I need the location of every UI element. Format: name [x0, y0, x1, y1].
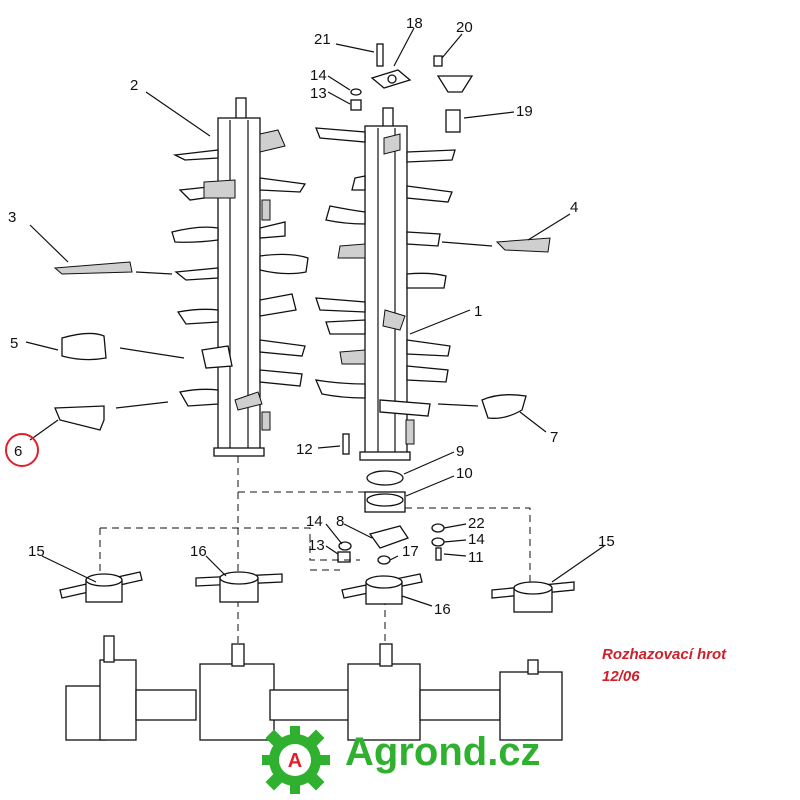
bushing-part-19	[445, 109, 461, 133]
callout-13-bottom: 13	[308, 537, 325, 554]
brand-name: Agrond.cz	[345, 730, 541, 774]
hub-part-16b	[341, 573, 423, 605]
callout-13-top: 13	[310, 85, 327, 102]
callout-15-right: 15	[598, 533, 615, 550]
washer-part-22	[431, 523, 445, 533]
bolt-part-12	[342, 433, 350, 455]
callout-16-right: 16	[434, 601, 451, 618]
nut-part-17	[377, 555, 391, 565]
callout-9: 9	[456, 443, 464, 460]
tine-part-5	[61, 332, 107, 361]
tine-part-4	[495, 237, 551, 253]
tine-part-3	[53, 261, 133, 275]
callout-8: 8	[336, 513, 344, 530]
highlight-circle	[5, 433, 39, 467]
hub-right-part-15	[491, 581, 575, 613]
callout-14-right: 14	[468, 531, 485, 548]
callout-15-left: 15	[28, 543, 45, 560]
callout-7: 7	[550, 429, 558, 446]
gear-icon: A	[262, 726, 330, 794]
bolt-part-21	[376, 43, 384, 67]
callout-5: 5	[10, 335, 18, 352]
callout-21: 21	[314, 31, 331, 48]
gearbox-assembly	[65, 635, 563, 741]
note-date: 12/06	[602, 668, 640, 685]
callout-1: 1	[474, 303, 482, 320]
callout-6: 6	[14, 443, 22, 460]
callout-17: 17	[402, 543, 419, 560]
callout-16-left: 16	[190, 543, 207, 560]
callout-11: 11	[468, 549, 484, 566]
tine-part-6	[54, 405, 105, 431]
callout-10: 10	[456, 465, 473, 482]
washer-part-9	[366, 470, 404, 486]
callout-19: 19	[516, 103, 533, 120]
bearing-part-8	[368, 525, 410, 549]
callout-3: 3	[8, 209, 16, 226]
bolt-part-11	[435, 547, 442, 561]
callout-2: 2	[130, 77, 138, 94]
rotor-left	[171, 97, 309, 457]
logo-letter: A	[288, 750, 302, 772]
callout-22: 22	[468, 515, 485, 532]
callout-20: 20	[456, 19, 473, 36]
cap-part-20	[436, 75, 474, 93]
note-title: Rozhazovací hrot	[602, 646, 727, 663]
nut-part-20	[433, 55, 443, 67]
hub-part-16a	[195, 571, 283, 603]
callout-4: 4	[570, 199, 578, 216]
tine-part-7	[481, 394, 527, 419]
hub-left-part-15	[59, 571, 143, 603]
callout-12: 12	[296, 441, 313, 458]
rotor-right	[314, 107, 456, 461]
callout-14-top: 14	[310, 67, 327, 84]
callout-14-left: 14	[306, 513, 323, 530]
callout-18: 18	[406, 15, 423, 32]
